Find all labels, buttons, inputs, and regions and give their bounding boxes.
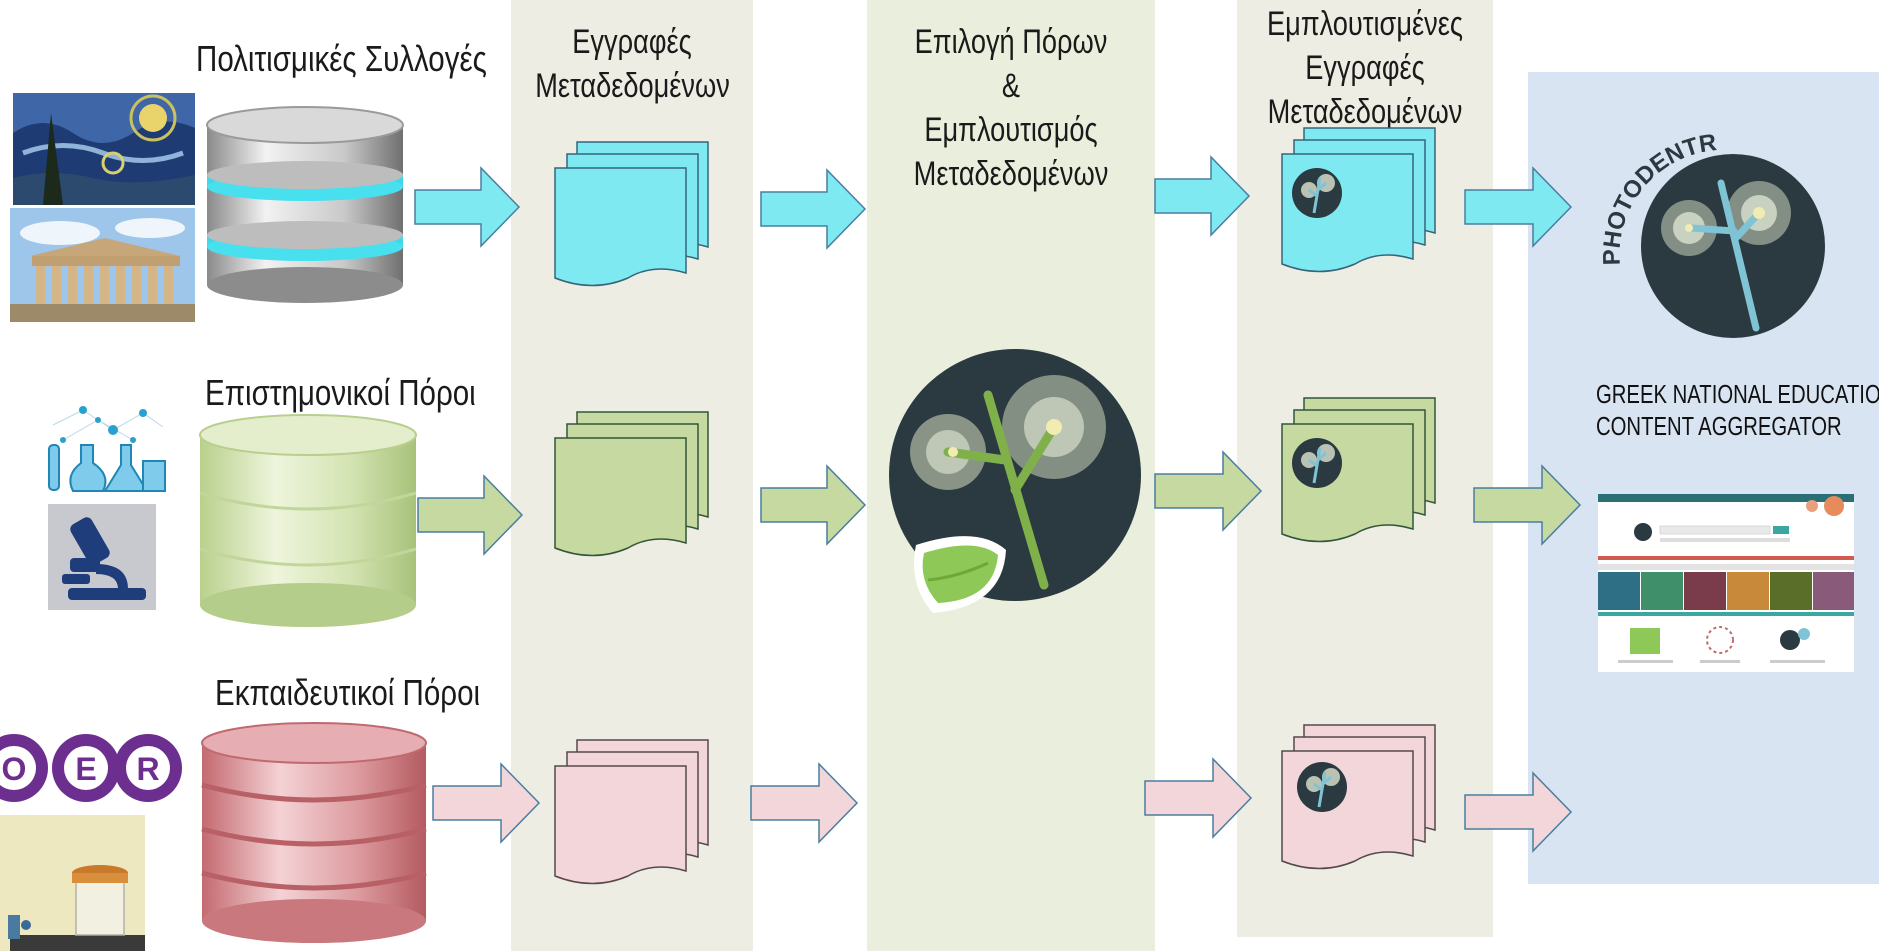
arrow-educational-2	[750, 762, 859, 844]
arrow-cultural-4	[1464, 166, 1573, 248]
arrow-educational-3	[1144, 757, 1253, 839]
metadata-doc-stack-scientific	[554, 411, 709, 557]
arrow-scientific-3	[1154, 450, 1263, 532]
title-line: Εμπλουτισμός	[924, 111, 1098, 149]
metadata-records-title: Εγγραφές Μεταδεδομένων	[535, 20, 730, 108]
starry-night-image	[13, 93, 195, 205]
educational-database-icon	[201, 722, 427, 943]
aggregator-caption: GREEK NATIONAL EDUCATIONAL CONTENT AGGRE…	[1596, 378, 1879, 442]
title-line: Μεταδεδομένων	[535, 67, 730, 105]
title-line: Εμπλουτισμένες	[1267, 5, 1463, 43]
enriched-doc-stack-scientific	[1281, 397, 1436, 543]
brand-text-path: PHOTODENTRO	[1581, 104, 1719, 266]
parthenon-image	[10, 208, 195, 322]
title-line: Μεταδεδομένων	[1267, 93, 1463, 131]
oer-logo: O E R	[0, 734, 182, 802]
arrow-cultural-1	[414, 166, 521, 248]
title-line: &	[1001, 67, 1021, 105]
arrow-cultural-2	[760, 168, 867, 250]
oer-letter: E	[75, 751, 96, 787]
enriched-records-title: Εμπλουτισμένες Εγγραφές Μεταδεδομένων	[1263, 2, 1468, 134]
aggregator-website-thumbnail	[1598, 494, 1854, 672]
enriched-doc-stack-educational	[1281, 724, 1436, 870]
enriched-doc-stack-cultural	[1281, 127, 1436, 273]
title-line: Μεταδεδομένων	[913, 155, 1109, 193]
photodentro-brand-text: PHOTODENTRO	[1581, 104, 1719, 266]
photodentro-logo-large	[889, 349, 1141, 613]
title-line: Εγγραφές	[572, 23, 692, 61]
title-line: Εγγραφές	[1305, 49, 1425, 87]
selection-enrichment-title: Επιλογή Πόρων & Εμπλουτισμός Μεταδεδομέν…	[896, 20, 1126, 196]
row-label-scientific: Επιστημονικοί Πόροι	[205, 372, 476, 413]
aggregator-caption-line: CONTENT AGGREGATOR	[1596, 411, 1842, 441]
microscope-image	[48, 504, 156, 610]
arrow-educational-1	[432, 762, 541, 844]
arrow-educational-4	[1464, 771, 1573, 853]
lab-flasks-image	[48, 406, 166, 492]
row-label-cultural: Πολιτισμικές Συλλογές	[196, 38, 487, 79]
scientific-database-icon	[199, 414, 417, 627]
lab-experiment-image	[0, 815, 145, 951]
metadata-doc-stack-educational	[554, 739, 709, 885]
metadata-doc-stack-cultural	[554, 141, 709, 287]
oer-letter: O	[2, 751, 27, 787]
cultural-database-icon	[206, 106, 404, 303]
row-label-educational: Εκπαιδευτικοί Πόροι	[215, 672, 481, 713]
arrow-scientific-2	[760, 464, 867, 546]
photodentro-aggregator-logo	[1641, 154, 1825, 338]
arrow-scientific-1	[417, 474, 524, 556]
aggregator-caption-line: GREEK NATIONAL EDUCATIONAL	[1596, 379, 1879, 409]
oer-letter: R	[136, 751, 159, 787]
title-line: Επιλογή Πόρων	[914, 23, 1108, 61]
brand-text: PHOTODENTRO	[1581, 104, 1719, 266]
arrow-scientific-4	[1473, 464, 1582, 546]
arrow-cultural-3	[1154, 155, 1251, 237]
